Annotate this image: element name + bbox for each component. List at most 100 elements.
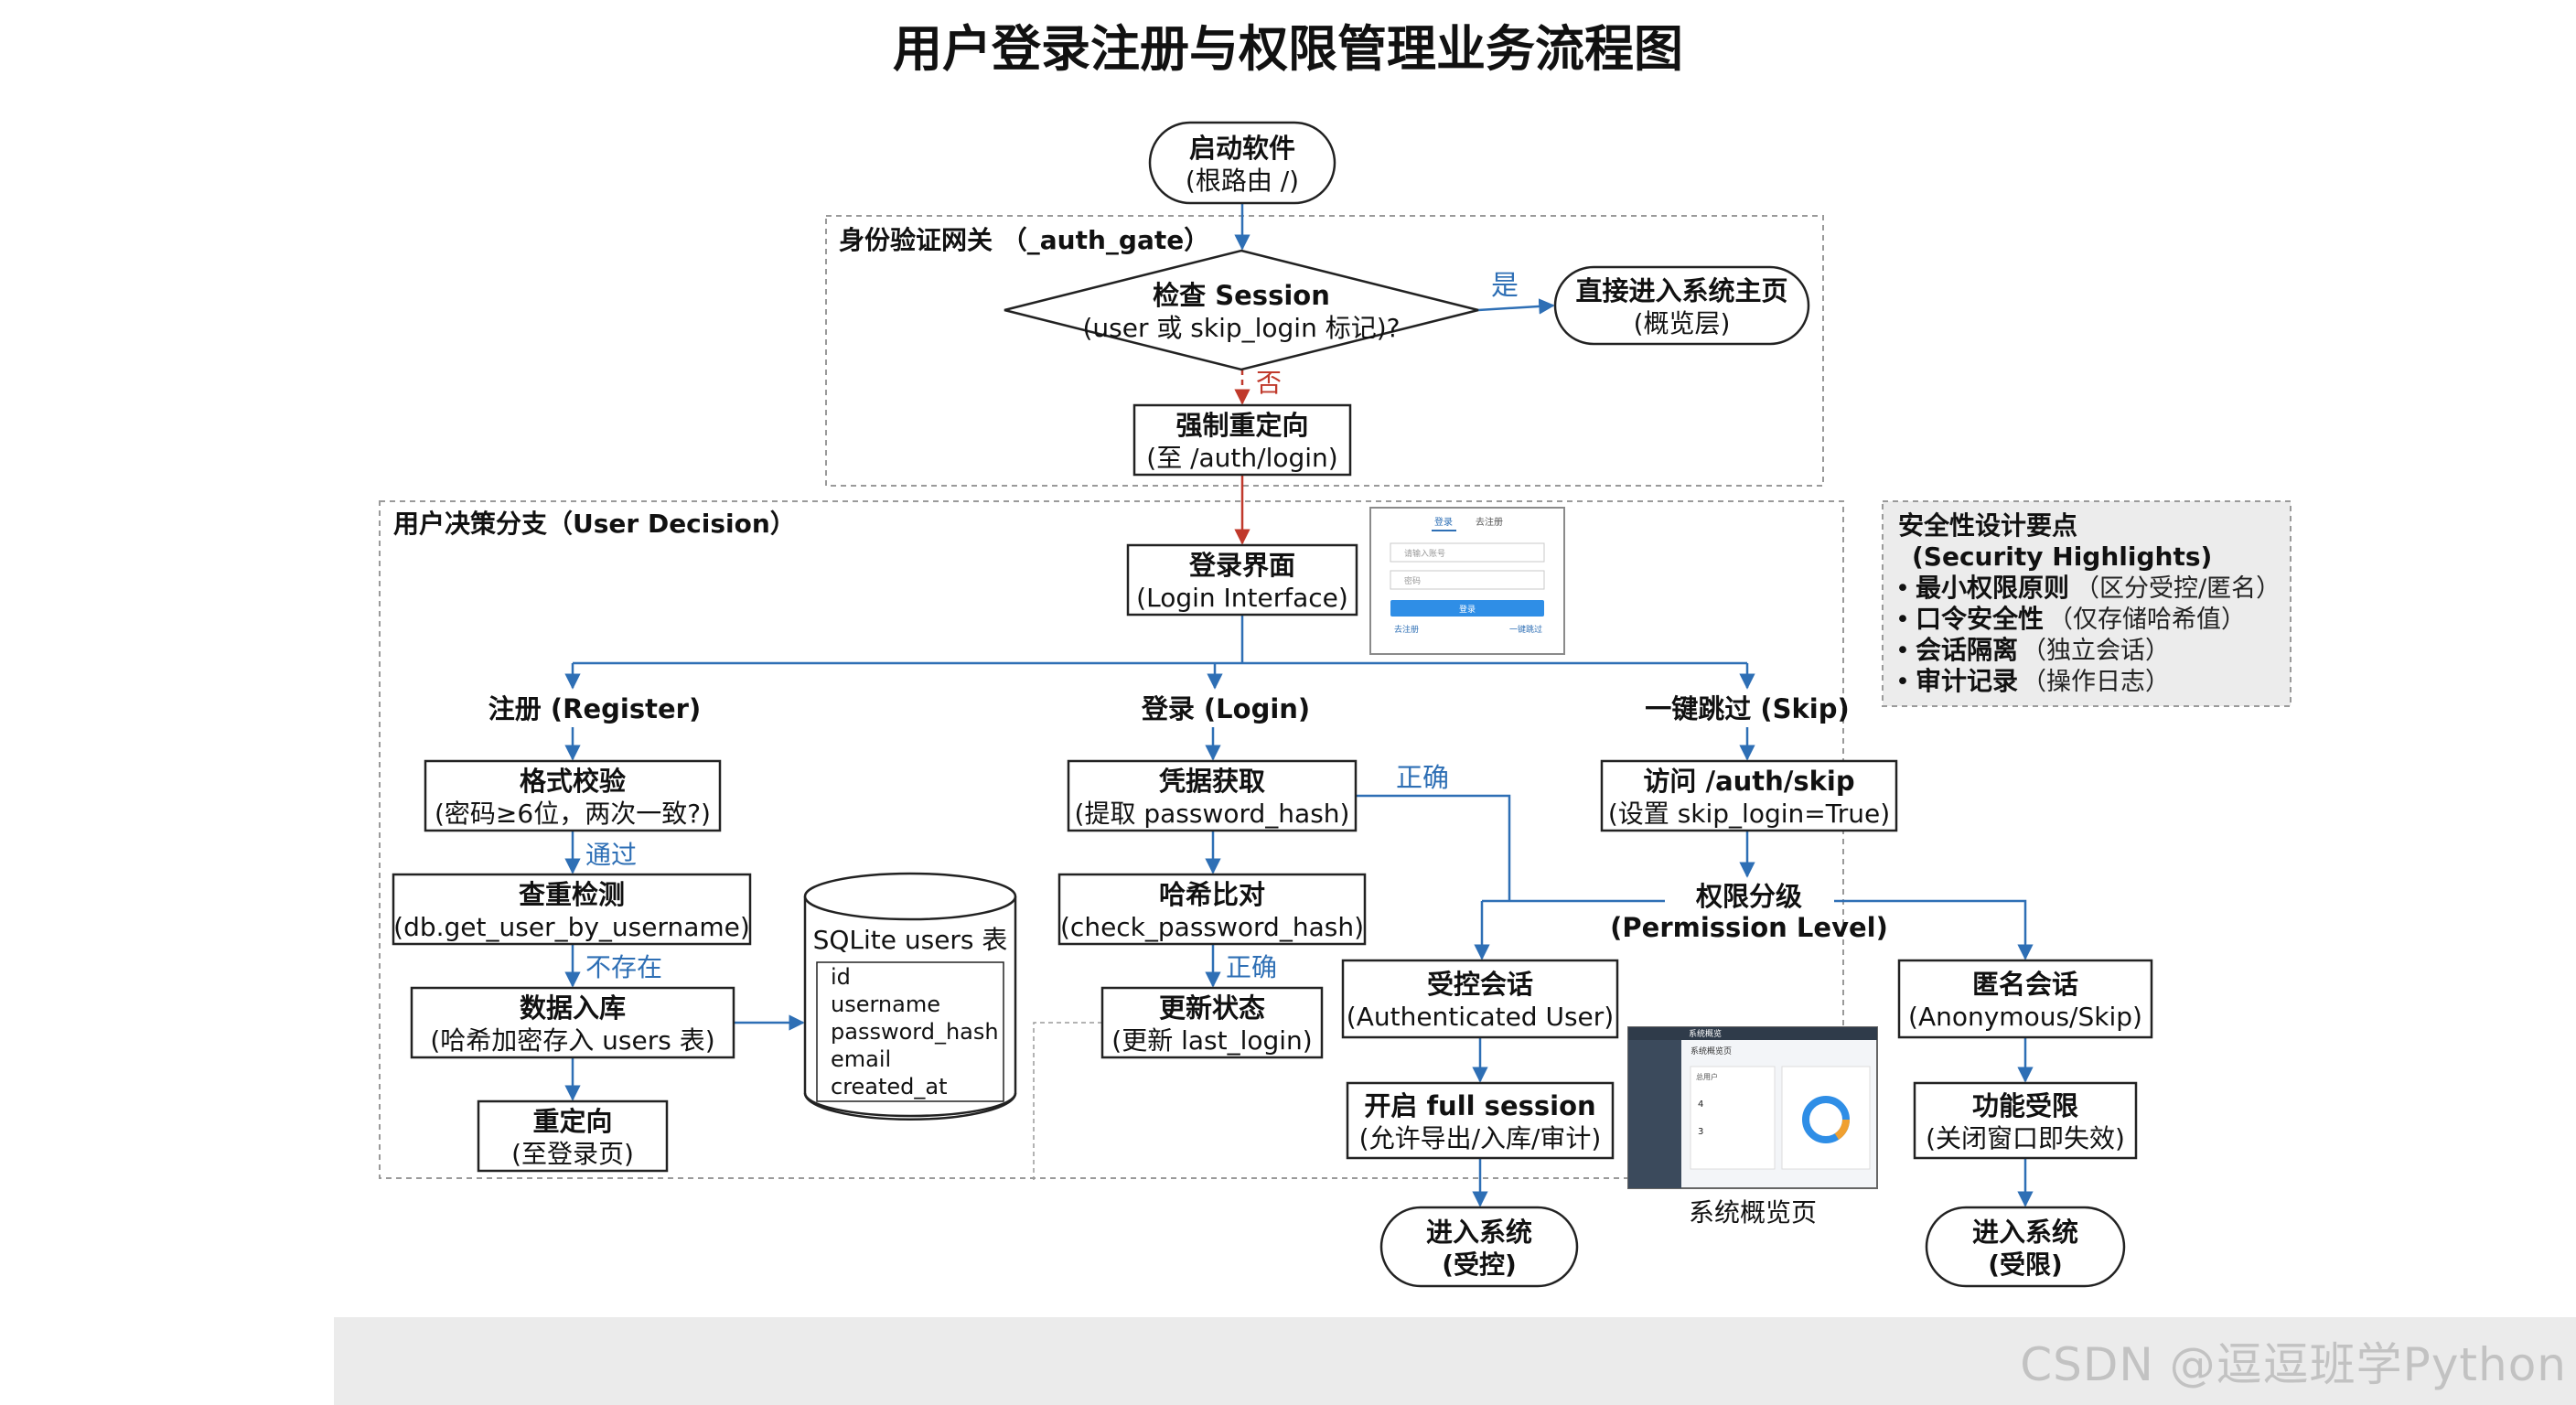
edge-label-correct-2: 正确 (1226, 952, 1277, 982)
login-mock-link-skip: 一键跳过 (1509, 624, 1542, 635)
edge-label-no: 否 (1256, 368, 1282, 398)
node-subtitle: (user 或 skip_login 标记)? (1082, 313, 1400, 343)
security-bullet: • (1895, 637, 1910, 665)
node-title: 重定向 (532, 1106, 612, 1137)
security-item-title: 审计记录 (1916, 666, 2018, 696)
user-decision-group (379, 500, 1844, 1179)
node-title: 更新状态 (1159, 992, 1265, 1024)
auth-gate-group-label: 身份验证网关 （_auth_gate） (839, 225, 1209, 255)
node-title: 查重检测 (519, 879, 625, 910)
node-enter-limited: 进入系统(受限) (1925, 1206, 2126, 1288)
node-start: 启动软件(根路由 /) (1148, 121, 1336, 205)
edges-layer (564, 203, 2034, 1207)
node-anon-session: 匿名会话(Anonymous/Skip) (1897, 959, 2153, 1039)
dashboard-mock-stat-2: 3 (1698, 1127, 1703, 1137)
node-subtitle: (提取 password_hash) (1075, 799, 1350, 829)
node-title: 功能受限 (1972, 1090, 2078, 1121)
permission-level-subtitle: (Permission Level) (1610, 912, 1888, 943)
node-title: 直接进入系统主页 (1575, 275, 1787, 306)
node-subtitle: (至 /auth/login) (1146, 443, 1337, 473)
node-login-interface: 登录界面(Login Interface) (1126, 543, 1358, 617)
login-ui-thumbnail: 登录 去注册 请输入账号 密码 登录 去注册 一键跳过 (1369, 507, 1565, 655)
node-title: 登录界面 (1188, 550, 1295, 581)
node-subtitle: (至登录页) (511, 1139, 634, 1169)
node-subtitle: (check_password_hash) (1060, 912, 1364, 942)
branch-label-skip: 一键跳过 (Skip) (1645, 693, 1849, 724)
node-subtitle: (允许导出/入库/审计) (1359, 1123, 1602, 1153)
edge (1477, 298, 1555, 315)
node-subtitle: (关闭窗口即失效) (1926, 1123, 2125, 1153)
node-register-check: 查重检测(db.get_user_by_username) (392, 873, 752, 946)
login-mock-password-placeholder: 密码 (1404, 575, 1421, 586)
node-title: 访问 /auth/skip (1643, 766, 1854, 797)
user-decision-group-label: 用户决策分支（User Decision） (393, 509, 796, 539)
diagram-title: 用户登录注册与权限管理业务流程图 (893, 20, 1683, 78)
node-title: 强制重定向 (1175, 410, 1308, 441)
login-mock-submit-button (1390, 600, 1544, 617)
node-subtitle: (更新 last_login) (1111, 1025, 1312, 1056)
node-subtitle: (受限) (1988, 1249, 2063, 1280)
node-title: 受控会话 (1427, 969, 1533, 1000)
dashboard-caption: 系统概览页 (1689, 1197, 1817, 1228)
node-force-redirect: 强制重定向(至 /auth/login) (1132, 403, 1352, 477)
database-field: username (831, 992, 940, 1017)
dashboard-thumbnail: 系统概览 系统概览页 总用户 4 3 系统概览页 (1627, 1026, 1878, 1228)
node-open-full: 开启 full session(允许导出/入库/审计) (1346, 1081, 1615, 1160)
node-title: 进入系统 (1426, 1217, 1532, 1248)
node-subtitle: (Authenticated User) (1347, 1002, 1614, 1032)
security-item-title: 口令安全性 (1916, 604, 2044, 634)
node-subtitle: (根路由 /) (1186, 166, 1299, 196)
auth-gate-group (825, 215, 1824, 487)
node-func-limit: 功能受限(关闭窗口即失效) (1913, 1081, 2138, 1160)
node-title: 检查 Session (1153, 280, 1330, 311)
edge-label-not-exist: 不存在 (585, 952, 662, 982)
login-mock-submit-label: 登录 (1459, 605, 1476, 615)
node-title: 匿名会话 (1972, 969, 2078, 1000)
node-title: 凭据获取 (1158, 766, 1265, 797)
edge-label-correct-1: 正确 (1396, 762, 1449, 793)
database-field: email (831, 1046, 891, 1072)
dashboard-mock-stat-1: 4 (1698, 1099, 1703, 1110)
edge (1033, 1022, 1102, 1180)
node-subtitle: (受控) (1442, 1249, 1517, 1280)
node-subtitle: (密码≥6位，两次一致?) (435, 799, 711, 829)
dashboard-mock-section: 系统概览页 (1690, 1046, 1732, 1056)
node-controlled-session: 受控会话(Authenticated User) (1341, 959, 1619, 1039)
node-title: 数据入库 (520, 992, 626, 1024)
dashboard-mock-window-title: 系统概览 (1689, 1028, 1722, 1039)
permission-level-title: 权限分级 (1695, 881, 1802, 912)
node-register-save: 数据入库(哈希加密存入 users 表) (410, 986, 735, 1059)
node-check-session: 检查 Session(user 或 skip_login 标记)? (1004, 249, 1479, 371)
node-login-compare: 哈希比对(check_password_hash) (1057, 873, 1367, 946)
edge-label-yes: 是 (1491, 270, 1519, 302)
security-item-note: （仅存储哈希值） (2048, 606, 2246, 634)
security-item-note: （独立会话） (2022, 637, 2170, 665)
sqlite-users-database: SQLite users 表 idusernamepassword_hashem… (803, 872, 1017, 1121)
login-mock-password-input (1390, 570, 1545, 590)
security-title: 安全性设计要点 (1898, 510, 2077, 541)
security-item-note: （区分受控/匿名） (2075, 574, 2281, 603)
security-item-title: 会话隔离 (1916, 635, 2018, 665)
node-subtitle: (Login Interface) (1136, 583, 1348, 613)
node-subtitle: (Anonymous/Skip) (1908, 1002, 2142, 1032)
security-item-title: 最小权限原则 (1916, 573, 2069, 603)
node-title: 启动软件 (1189, 133, 1295, 164)
node-register-redirect: 重定向(至登录页) (477, 1099, 669, 1173)
database-title: SQLite users 表 (813, 925, 1008, 955)
database-field: id (831, 964, 851, 990)
node-login-fetch: 凭据获取(提取 password_hash) (1067, 759, 1358, 832)
security-subtitle: (Security Highlights) (1912, 542, 2212, 572)
watermark: CSDN @逗逗班学Python (2020, 1338, 2567, 1391)
node-subtitle: (设置 skip_login=True) (1608, 799, 1890, 829)
dashboard-mock-stat-label: 总用户 (1696, 1072, 1718, 1081)
branch-label-login: 登录 (Login) (1141, 693, 1310, 724)
node-title: 开启 full session (1364, 1090, 1595, 1121)
security-item-note: （操作日志） (2022, 668, 2170, 696)
node-title: 格式校验 (520, 766, 626, 797)
node-enter-controlled: 进入系统(受控) (1379, 1206, 1579, 1288)
database-field: password_hash (831, 1019, 999, 1045)
database-field: created_at (831, 1074, 948, 1099)
login-mock-username-placeholder: 请输入账号 (1404, 548, 1445, 559)
login-mock-username-input (1390, 542, 1545, 563)
